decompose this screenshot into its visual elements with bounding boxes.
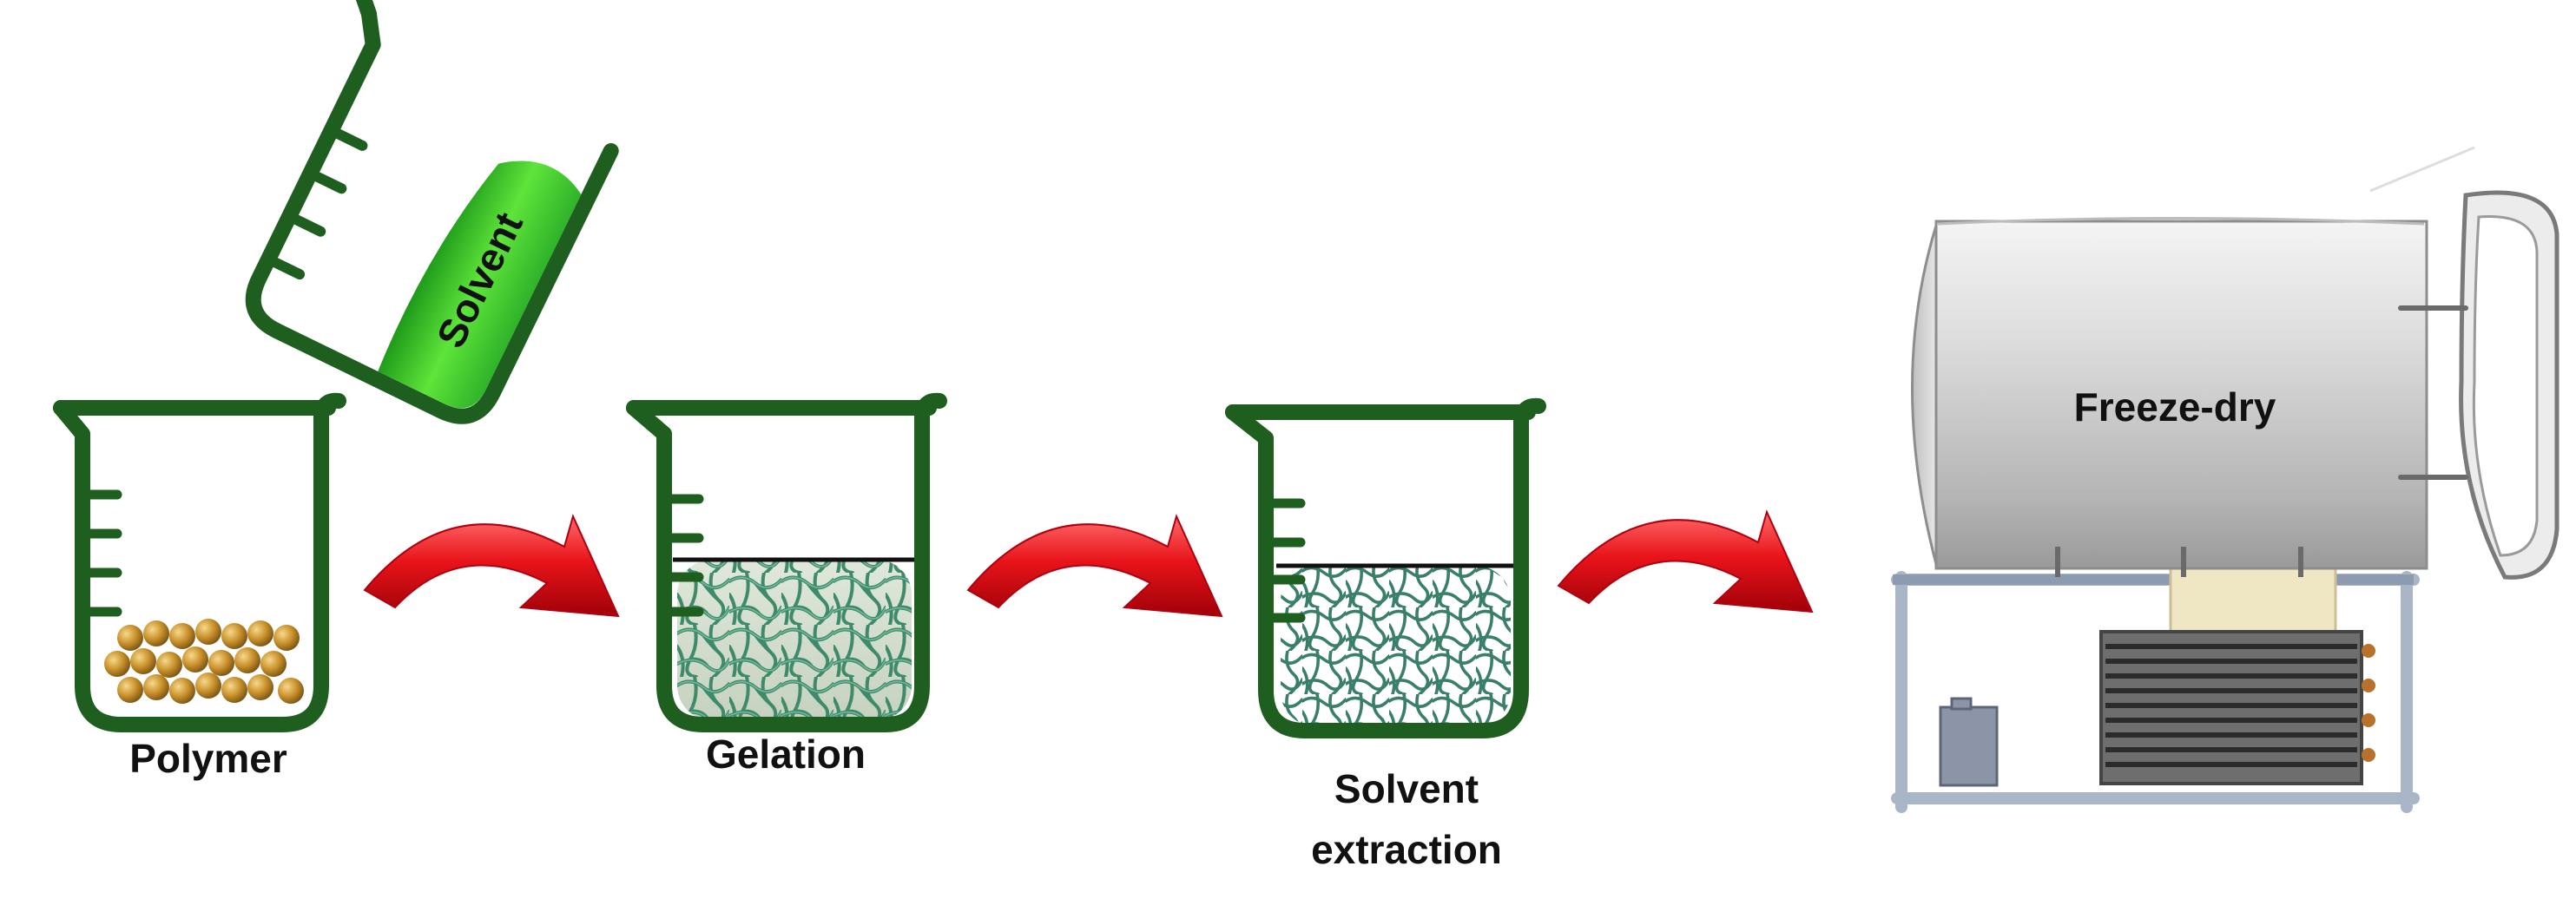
freeze-dryer [1891, 146, 2560, 813]
polymer-beads [104, 619, 304, 704]
arrow-3 [1557, 509, 1814, 613]
solvent-liquid [378, 161, 582, 409]
condenser-unit [2099, 630, 2375, 785]
small-container [1939, 697, 1999, 787]
tank-support [2169, 564, 2337, 641]
polymer-label: Polymer [129, 736, 287, 781]
freeze-dry-label: Freeze-dry [2073, 384, 2276, 430]
extraction-label-line1: Solvent [1334, 766, 1479, 811]
polymer-beaker [53, 392, 346, 732]
gelation-beaker [626, 392, 947, 732]
extraction-label-line2: extraction [1311, 827, 1502, 872]
extraction-beaker [1225, 397, 1546, 738]
arrow-1 [363, 514, 620, 618]
solvent-beaker: Solvent [245, 0, 619, 424]
gelation-label: Gelation [705, 732, 866, 777]
arrow-2 [966, 514, 1223, 618]
dryer-door [2398, 190, 2560, 580]
